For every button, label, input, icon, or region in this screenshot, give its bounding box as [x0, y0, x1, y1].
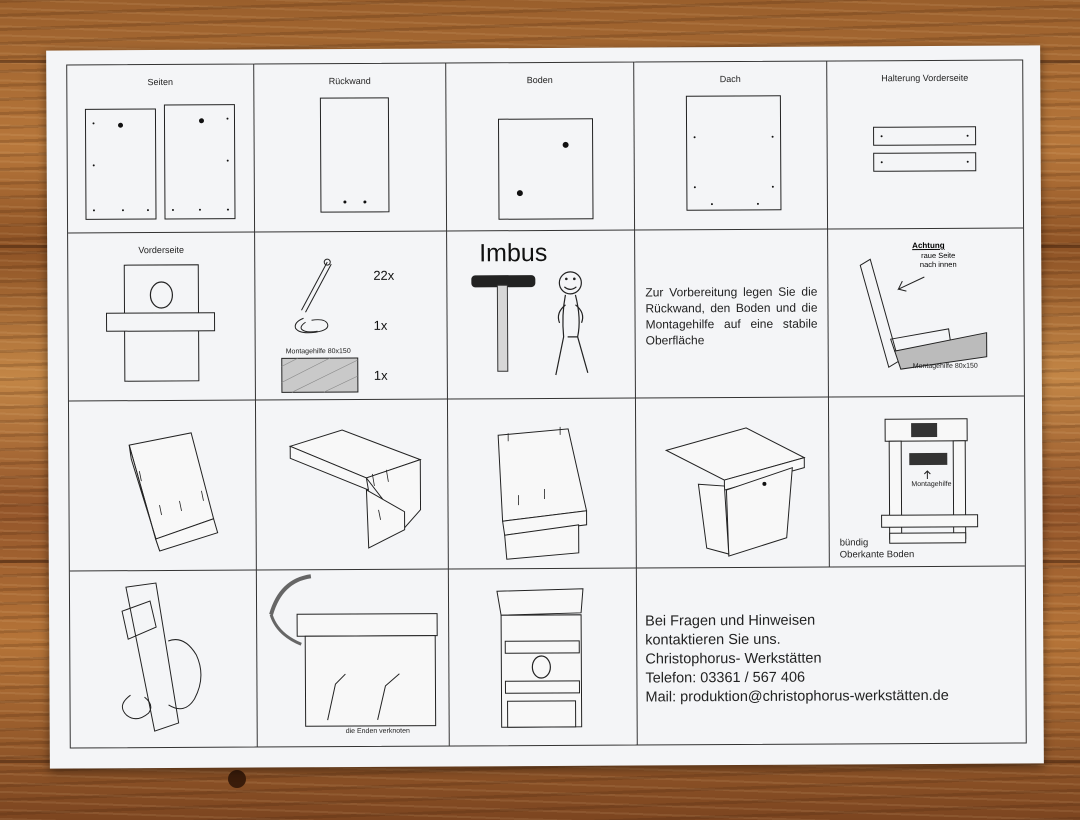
drawing-step-1 [128, 432, 219, 552]
drawing-step-2 [288, 429, 422, 549]
cell-contact: Bei Fragen und Hinweisen kontaktieren Si… [637, 566, 1026, 744]
cell-step-4 [635, 397, 830, 569]
buendig-note: bündig Oberkante Boden [840, 537, 915, 561]
achtung-aid-label: Montagehilfe 80x150 [912, 362, 978, 371]
count-screws: 22x [373, 267, 395, 283]
cell-parts: 22x 1x 1x Montagehilfe 80x150 [255, 231, 448, 401]
drawing-step-4 [664, 427, 806, 557]
cell-halterung: Halterung Vorderseite [827, 60, 1024, 230]
count-aid: 1x [373, 367, 388, 383]
contact-phone: Telefon: 03361 / 567 406 [645, 669, 806, 687]
drawing-screws-wire-aid [281, 258, 359, 393]
drawing-floor-panel [497, 118, 594, 220]
cell-achtung: Achtung raue Seite nach innen Montagehil… [828, 228, 1024, 398]
contact-email: Mail: produktion@christophorus-werkstätt… [645, 687, 949, 706]
drawing-front-brackets [873, 126, 977, 172]
drawing-rough-side [859, 258, 988, 370]
smiley-figure-icon [555, 271, 589, 376]
drawing-finished-birdhouse [496, 588, 584, 728]
count-wire: 1x [373, 317, 388, 333]
cell-step-3 [447, 398, 637, 570]
cell-boden: Boden [446, 62, 636, 232]
drawing-step-5 [881, 418, 979, 544]
buendig-line1: bündig [839, 537, 869, 549]
cell-step-5: Montagehilfe bündig Oberkante Boden [828, 396, 1025, 568]
aid-label: Montagehilfe 80x150 [285, 348, 351, 356]
drawing-hex-key-figure [471, 271, 589, 376]
cell-seiten: Seiten [67, 64, 256, 234]
cell-step-8 [448, 568, 638, 746]
instruction-sheet: Seiten Rückwand Boden Dach [46, 45, 1044, 769]
contact-line-1: Bei Fragen und Hinweisen [645, 612, 816, 630]
cell-dach: Dach [634, 61, 829, 231]
cell-preparation: Zur Vorbereitung legen Sie die Rückwand,… [635, 229, 829, 399]
drawing-side-panels [84, 104, 236, 220]
cell-imbus: Imbus [447, 230, 636, 400]
contact-company: Christophorus- Werkstätten [645, 650, 822, 668]
buendig-line2: Oberkante Boden [839, 549, 915, 561]
montagehilfe-label: Montagehilfe [911, 480, 952, 489]
instruction-grid: Seiten Rückwand Boden Dach [66, 59, 1027, 749]
preparation-text: Zur Vorbereitung legen Sie die Rückwand,… [645, 284, 818, 348]
drawing-roof-panel [685, 95, 782, 211]
contact-block: Bei Fragen und Hinweisen kontaktieren Si… [645, 611, 949, 708]
cell-vorderseite: Vorderseite [68, 232, 256, 402]
cell-step-7: die Enden verknoten [256, 569, 450, 747]
enden-label: die Enden verknoten [345, 727, 410, 736]
cell-step-1 [68, 400, 257, 572]
cell-step-2 [255, 399, 449, 571]
drawing-back-panel [319, 97, 390, 213]
drawing-step-6 [121, 582, 202, 732]
cell-step-6 [69, 570, 258, 748]
drawing-step-7 [269, 574, 438, 727]
drawing-front-panel [106, 264, 216, 382]
drawing-step-3 [497, 426, 588, 560]
contact-line-2: kontaktieren Sie uns. [645, 631, 781, 649]
cell-rueckwand: Rückwand [254, 63, 448, 233]
